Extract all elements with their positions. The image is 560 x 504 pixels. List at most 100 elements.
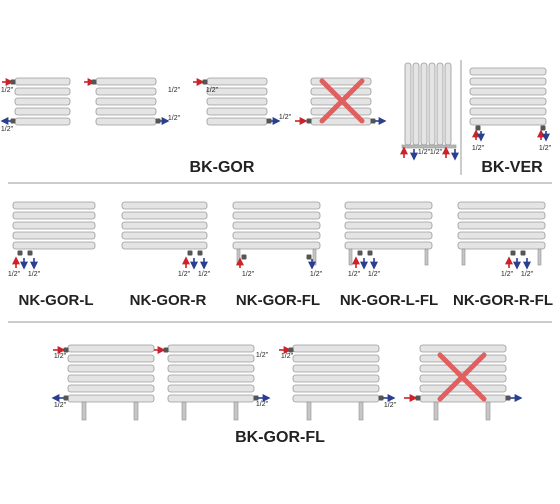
valve-icon	[202, 79, 208, 85]
radiator-bar	[292, 374, 380, 383]
radiator-bar	[167, 384, 255, 393]
connection-size-label: 1/2"	[418, 149, 431, 156]
radiator-bar	[469, 107, 547, 116]
valve-icon	[91, 79, 97, 85]
radiator-bar	[292, 384, 380, 393]
radiator-leg	[181, 401, 187, 421]
valve-icon	[306, 118, 312, 124]
valve-icon	[241, 254, 247, 260]
radiator-bar	[12, 221, 96, 230]
valve-icon	[288, 347, 294, 353]
radiator-icon	[232, 201, 321, 250]
radiator-leg	[312, 248, 317, 266]
valve-icon	[63, 347, 69, 353]
title-bk-gor-fl: BK-GOR-FL	[235, 429, 325, 446]
radiator-bar	[344, 211, 433, 220]
radiator-leg	[133, 401, 139, 421]
radiator-bar	[232, 241, 321, 250]
cross-icon	[437, 352, 487, 402]
radiator-bar	[419, 344, 507, 353]
radiator-leg	[81, 401, 87, 421]
valve-icon	[415, 395, 421, 401]
connection-size-label: 1/2"	[310, 271, 323, 278]
valve-icon	[306, 254, 312, 260]
radiator-bar	[457, 211, 546, 220]
connection-size-label: 1/2"	[281, 353, 294, 360]
radiator-bar	[14, 77, 71, 86]
radiator-bar	[206, 117, 268, 126]
radiator-bar	[67, 364, 155, 373]
connection-size-label: 1/2"	[521, 271, 534, 278]
valve-icon	[520, 250, 526, 256]
radiator-bar	[95, 97, 157, 106]
radiator-bar	[95, 87, 157, 96]
valve-icon	[163, 347, 169, 353]
radiator-icon	[95, 77, 157, 126]
radiator-column	[444, 62, 452, 146]
valve-icon	[266, 118, 272, 124]
radiator-bar	[419, 384, 507, 393]
connection-size-label: 1/2"	[54, 353, 67, 360]
connection-size-label: 1/2"	[1, 126, 14, 133]
radiator-leg	[537, 248, 542, 266]
valve-icon	[253, 395, 259, 401]
radiator-icon	[12, 201, 96, 250]
valve-icon	[187, 250, 193, 256]
radiator-bar	[67, 354, 155, 363]
radiator-bar	[344, 241, 433, 250]
radiator-icon	[121, 201, 208, 250]
connection-size-label: 1/2"	[472, 145, 485, 152]
radiator-bar	[292, 344, 380, 353]
radiator-bar	[232, 201, 321, 210]
radiator-bar	[419, 354, 507, 363]
radiator-bar	[419, 394, 507, 403]
valve-icon	[510, 250, 516, 256]
radiator-icon	[167, 344, 255, 403]
title-nk-gor-fl: NK-GOR-FL	[236, 292, 320, 309]
valve-icon	[357, 250, 363, 256]
radiator-bar	[344, 201, 433, 210]
radiator-icon	[14, 77, 71, 126]
radiator-bar	[457, 201, 546, 210]
radiator-bar	[12, 211, 96, 220]
radiator-icon	[344, 201, 433, 250]
radiator-bar	[206, 87, 268, 96]
radiator-column	[404, 62, 412, 146]
radiator-bar	[121, 241, 208, 250]
connection-size-label: 1/2"	[28, 271, 41, 278]
radiator-bar	[14, 87, 71, 96]
valve-icon	[10, 118, 16, 124]
radiator-bar	[167, 344, 255, 353]
radiator-bar	[67, 384, 155, 393]
valve-icon	[63, 395, 69, 401]
radiator-column	[420, 62, 428, 146]
radiator-bar	[167, 394, 255, 403]
connection-size-label: 1/2"	[256, 352, 269, 359]
connection-size-label: 1/2"	[242, 271, 255, 278]
valve-icon	[197, 250, 203, 256]
valve-icon	[155, 118, 161, 124]
valve-icon	[10, 79, 16, 85]
valve-icon	[27, 250, 33, 256]
title-nk-gor-l: NK-GOR-L	[19, 292, 94, 309]
radiator-bar	[457, 231, 546, 240]
valve-icon	[370, 118, 376, 124]
connection-size-label: 1/2"	[384, 402, 397, 409]
radiator-bar	[12, 241, 96, 250]
radiator-bar	[469, 67, 547, 76]
radiator-leg	[433, 401, 439, 421]
valve-icon	[475, 125, 481, 131]
title-nk-gor-r: NK-GOR-R	[130, 292, 207, 309]
valve-icon	[17, 250, 23, 256]
radiator-bar	[232, 231, 321, 240]
connection-size-label: 1/2"	[348, 271, 361, 278]
connection-size-label: 1/2"	[178, 271, 191, 278]
radiator-bar	[206, 77, 268, 86]
radiator-bar	[469, 117, 547, 126]
title-bk-ver: BK-VER	[481, 159, 543, 176]
radiator-bar	[95, 107, 157, 116]
valve-icon	[367, 250, 373, 256]
radiator-bar	[95, 77, 157, 86]
radiator-bar	[167, 374, 255, 383]
radiator-bar	[310, 107, 372, 116]
